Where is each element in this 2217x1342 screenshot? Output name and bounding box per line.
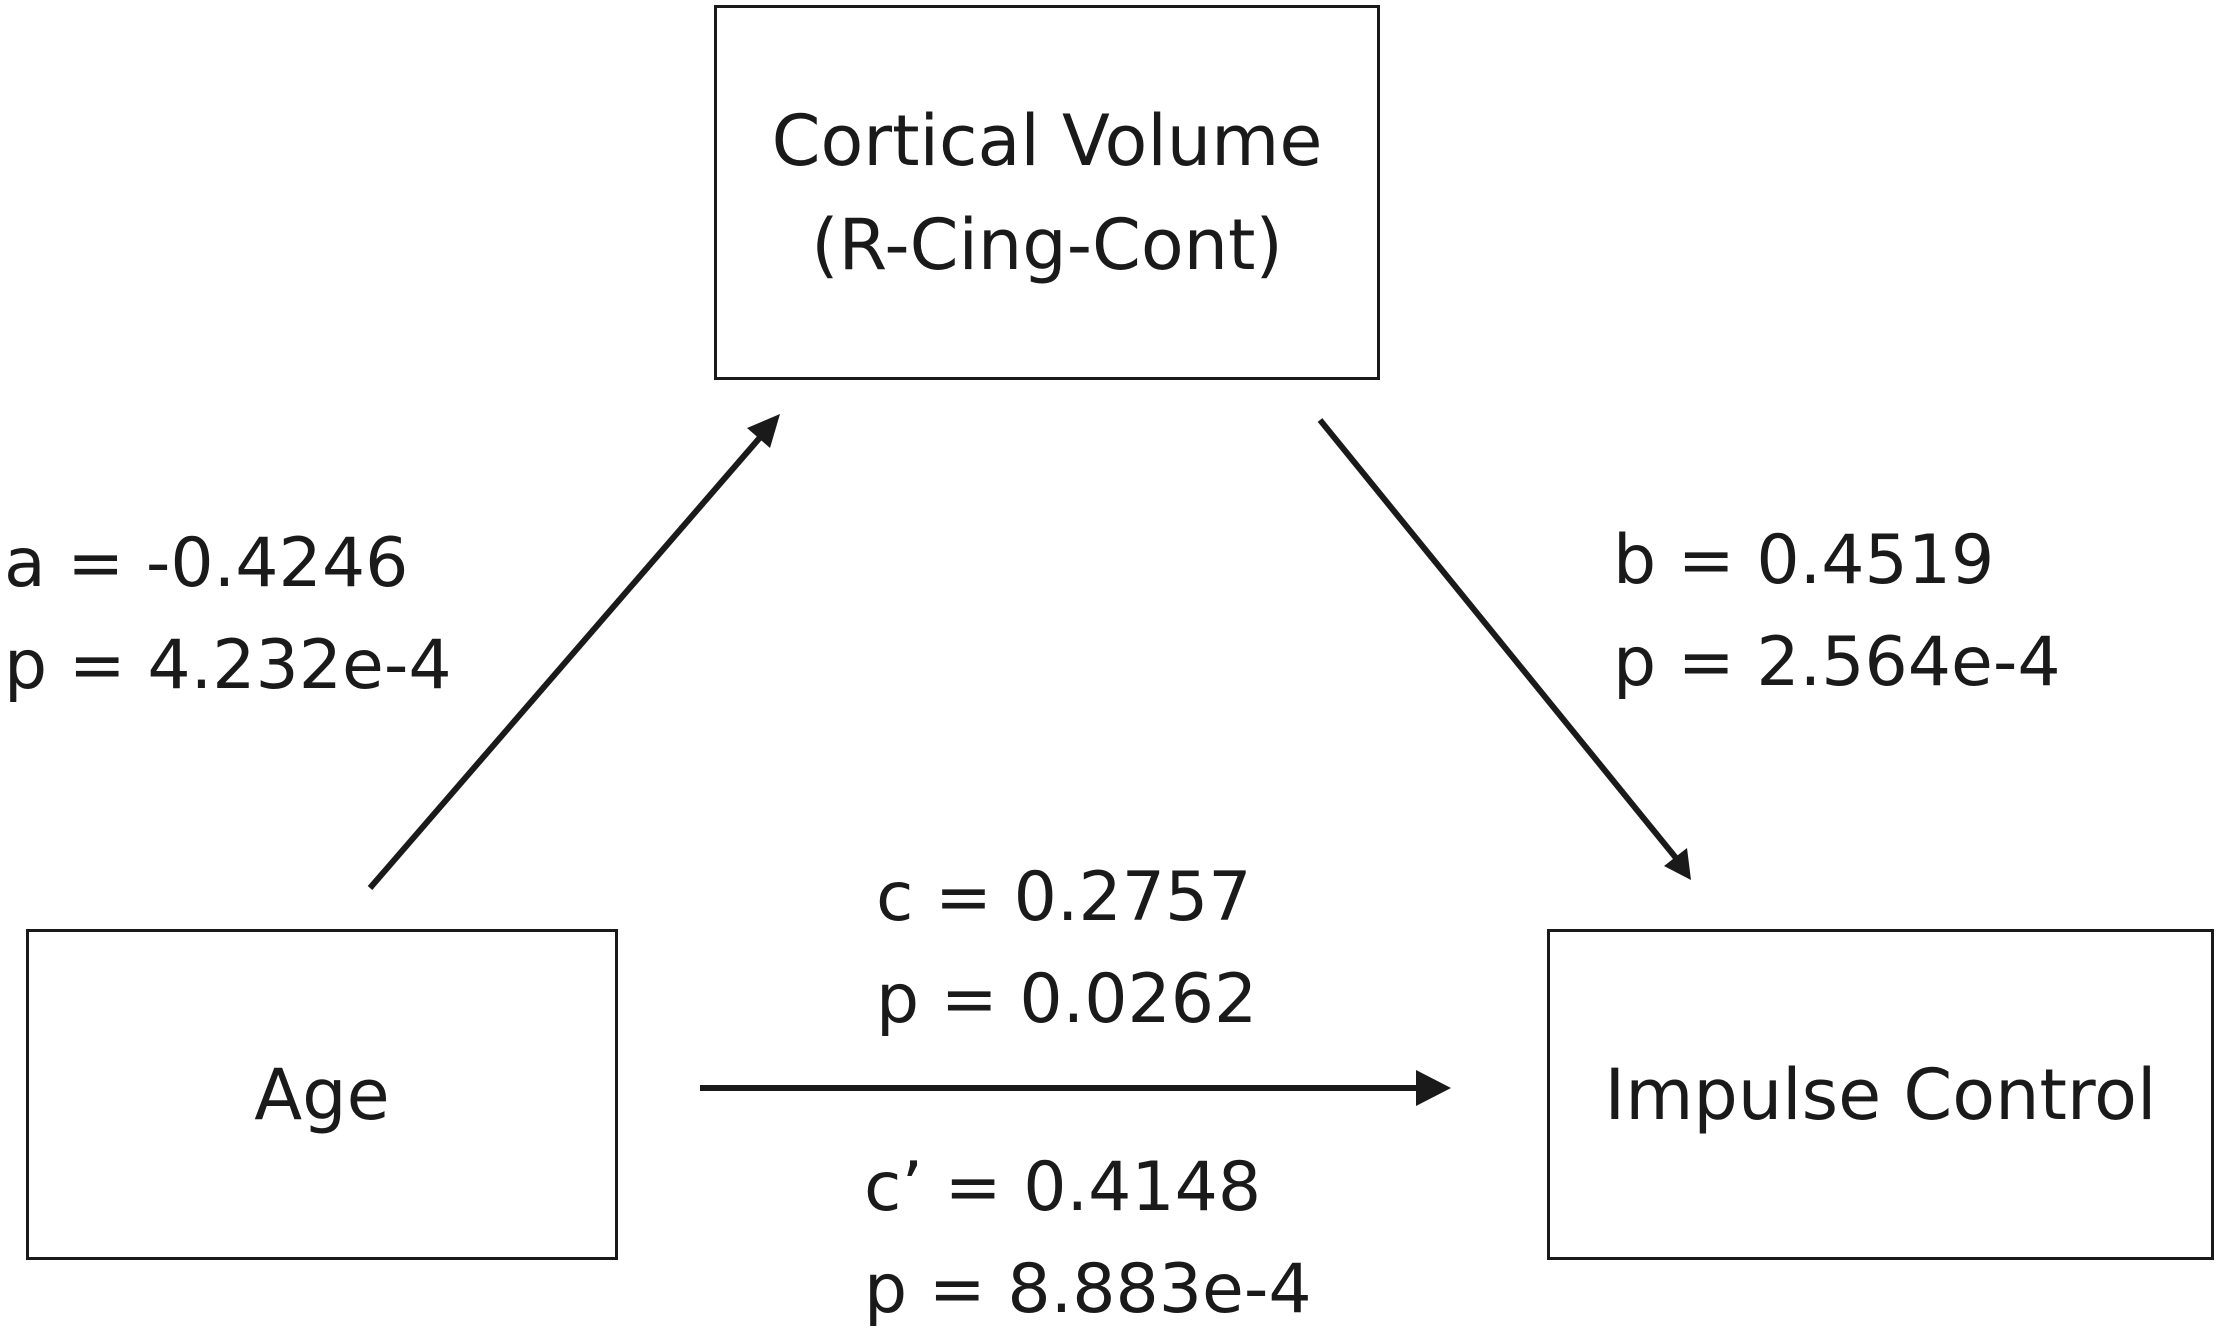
path-b-p-value: p = 2.564e-4 <box>1613 623 2061 702</box>
path-b-coefficient: b = 0.4519 <box>1613 521 1995 600</box>
path-c-annotation: c = 0.2757 p = 0.0262 <box>876 847 1257 1051</box>
path-c-p-value: p = 0.0262 <box>876 960 1258 1039</box>
path-c-prime-annotation: c’ = 0.4148 p = 8.883e-4 <box>864 1137 1312 1341</box>
path-a-arrowhead <box>747 414 780 448</box>
path-a-p-value: p = 4.232e-4 <box>4 626 452 705</box>
mediator-box: Cortical Volume (R-Cing-Cont) <box>714 5 1380 380</box>
mediator-label-line1: Cortical Volume <box>771 99 1323 182</box>
outcome-label: Impulse Control <box>1604 1053 2157 1136</box>
predictor-box: Age <box>26 929 618 1260</box>
outcome-box: Impulse Control <box>1547 929 2214 1260</box>
path-a-coefficient: a = -0.4246 <box>4 524 409 603</box>
path-c-coefficient: c = 0.2757 <box>876 858 1252 937</box>
path-a-annotation: a = -0.4246 p = 4.232e-4 <box>4 513 452 717</box>
path-c-prime-p-value: p = 8.883e-4 <box>864 1250 1312 1329</box>
path-b-annotation: b = 0.4519 p = 2.564e-4 <box>1613 510 2061 714</box>
predictor-label: Age <box>254 1053 390 1136</box>
path-b-arrowhead <box>1664 848 1691 880</box>
mediator-label-line2: (R-Cing-Cont) <box>811 203 1283 286</box>
path-c-arrowhead <box>1416 1070 1451 1106</box>
path-c-prime-coefficient: c’ = 0.4148 <box>864 1148 1262 1227</box>
